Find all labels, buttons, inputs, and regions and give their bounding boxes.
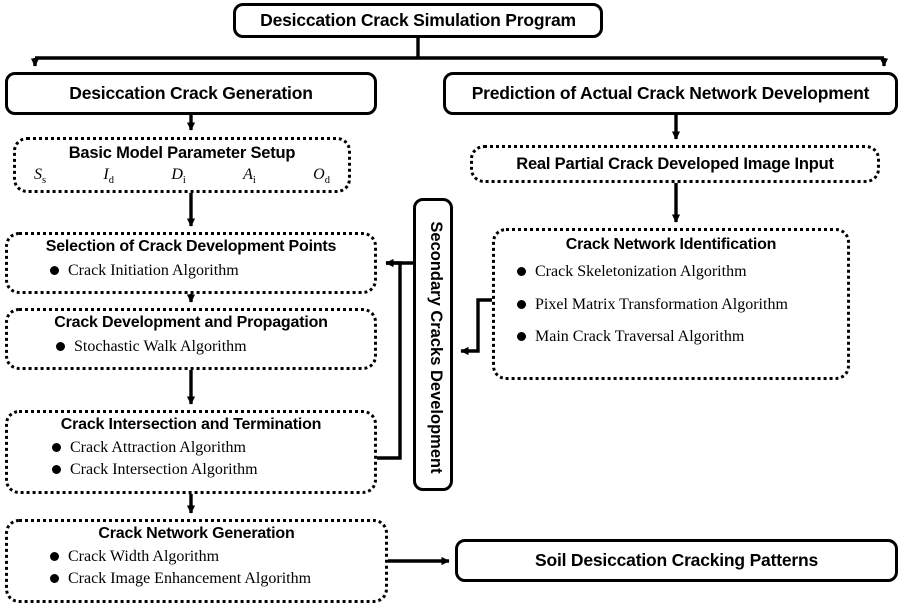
list-item: Crack Initiation Algorithm — [50, 260, 374, 282]
list-item: Crack Image Enhancement Algorithm — [50, 568, 385, 590]
identification-algorithm-list: Crack Skeletonization Algorithm Pixel Ma… — [495, 261, 847, 348]
node-crack-development-and-propagation-label: Crack Development and Propagation — [54, 314, 328, 331]
bullet-icon — [52, 464, 61, 474]
list-item: Crack Skeletonization Algorithm — [517, 261, 847, 283]
list-item-label: Crack Attraction Algorithm — [70, 439, 246, 456]
list-item: Crack Intersection Algorithm — [52, 459, 374, 481]
node-desiccation-crack-generation[interactable]: Desiccation Crack Generation — [5, 72, 377, 115]
list-item: Crack Width Algorithm — [50, 546, 385, 568]
list-item-label: Stochastic Walk Algorithm — [74, 338, 247, 355]
network-generation-algorithm-list: Crack Width Algorithm Crack Image Enhanc… — [8, 546, 385, 589]
node-real-partial-crack-image-input-label: Real Partial Crack Developed Image Input — [516, 155, 834, 173]
node-prediction-actual-crack-network[interactable]: Prediction of Actual Crack Network Devel… — [443, 72, 898, 115]
list-item-label: Crack Image Enhancement Algorithm — [68, 569, 312, 587]
node-crack-network-identification-label: Crack Network Identification — [565, 236, 777, 253]
list-item-label: Crack Initiation Algorithm — [68, 262, 239, 279]
bullet-icon — [50, 266, 59, 276]
list-item: Main Crack Traversal Algorithm — [517, 326, 847, 348]
node-desiccation-crack-generation-label: Desiccation Crack Generation — [69, 83, 313, 103]
node-crack-intersection-and-termination[interactable]: Crack Intersection and Termination Crack… — [5, 410, 377, 494]
parameter-symbol-3: Ai — [243, 166, 256, 187]
list-item: Stochastic Walk Algorithm — [56, 336, 374, 358]
selection-algorithm-list: Crack Initiation Algorithm — [8, 260, 374, 282]
development-algorithm-list: Stochastic Walk Algorithm — [8, 336, 374, 358]
node-soil-desiccation-cracking-patterns[interactable]: Soil Desiccation Cracking Patterns — [455, 539, 898, 582]
node-root-program-label: Desiccation Crack Simulation Program — [260, 10, 576, 30]
node-prediction-actual-crack-network-label: Prediction of Actual Crack Network Devel… — [471, 83, 870, 103]
bullet-icon — [56, 342, 65, 352]
parameter-symbol-4: Od — [313, 166, 330, 187]
bullet-icon — [52, 443, 61, 453]
bullet-icon — [50, 552, 59, 562]
bullet-icon — [517, 332, 526, 342]
parameter-symbol-0: Ss — [34, 166, 47, 187]
list-item-label: Crack Intersection Algorithm — [70, 460, 258, 478]
node-secondary-cracks-development-label: Secondary Cracks Development — [427, 221, 445, 474]
node-root-program[interactable]: Desiccation Crack Simulation Program — [233, 3, 603, 38]
parameter-symbol-2: Di — [171, 166, 186, 187]
node-basic-model-parameter-setup-label: Basic Model Parameter Setup — [68, 144, 296, 162]
node-crack-network-identification[interactable]: Crack Network Identification Crack Skele… — [492, 228, 850, 380]
list-item-label: Pixel Matrix Transformation Algorithm — [535, 295, 788, 313]
list-item-label: Crack Skeletonization Algorithm — [535, 263, 747, 280]
node-crack-intersection-and-termination-label: Crack Intersection and Termination — [60, 416, 322, 433]
node-secondary-cracks-development[interactable]: Secondary Cracks Development — [413, 198, 453, 491]
parameter-symbol-1: Id — [103, 166, 114, 187]
bullet-icon — [517, 267, 526, 277]
list-item: Pixel Matrix Transformation Algorithm — [517, 294, 847, 316]
bullet-icon — [517, 299, 526, 309]
parameter-symbol-row: Ss Id Di Ai Od — [16, 163, 348, 186]
node-soil-desiccation-cracking-patterns-label: Soil Desiccation Cracking Patterns — [534, 550, 819, 570]
list-item-label: Crack Width Algorithm — [68, 548, 220, 565]
connector-identification-to-secondary — [460, 298, 492, 356]
list-item-label: Main Crack Traversal Algorithm — [535, 328, 745, 346]
node-selection-of-crack-development-points[interactable]: Selection of Crack Development Points Cr… — [5, 232, 377, 294]
bullet-icon — [50, 573, 59, 583]
node-crack-network-generation-label: Crack Network Generation — [98, 525, 295, 542]
node-crack-development-and-propagation[interactable]: Crack Development and Propagation Stocha… — [5, 308, 377, 370]
node-real-partial-crack-image-input[interactable]: Real Partial Crack Developed Image Input — [470, 145, 880, 183]
node-selection-of-crack-development-points-label: Selection of Crack Development Points — [45, 238, 337, 255]
node-basic-model-parameter-setup[interactable]: Basic Model Parameter Setup Ss Id Di Ai … — [13, 137, 351, 193]
node-crack-network-generation[interactable]: Crack Network Generation Crack Width Alg… — [5, 519, 388, 603]
connector-intersection-feedback — [377, 258, 402, 460]
intersection-algorithm-list: Crack Attraction Algorithm Crack Interse… — [8, 437, 374, 480]
list-item: Crack Attraction Algorithm — [52, 437, 374, 459]
